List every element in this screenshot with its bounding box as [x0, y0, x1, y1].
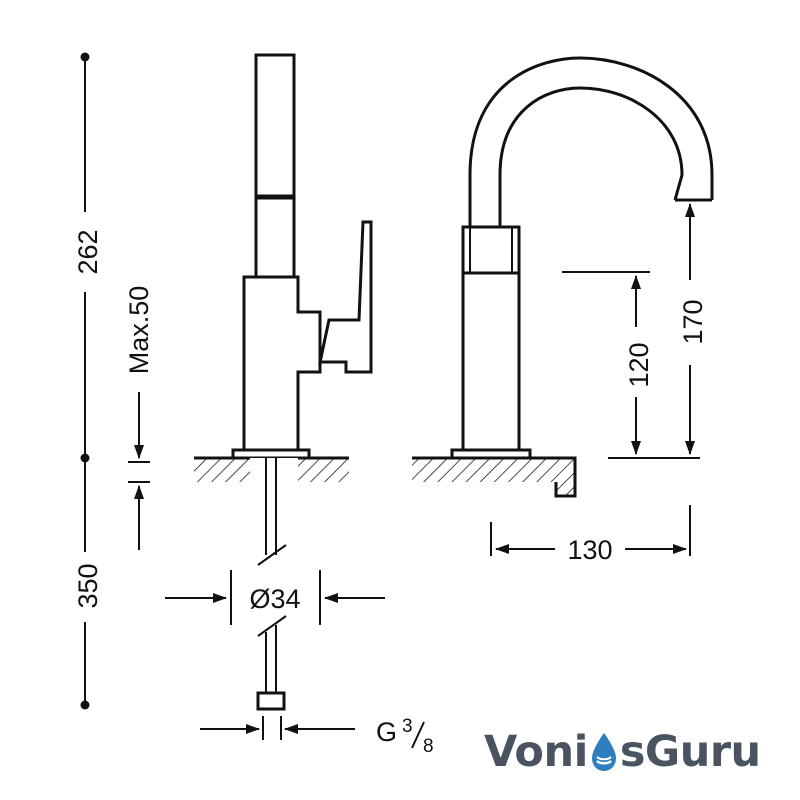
faucet-side-view	[450, 56, 714, 460]
max-deck-label: Max.50	[124, 286, 154, 375]
spout-height-170-dimension: 170	[678, 203, 708, 455]
thread-main-label: G	[376, 717, 397, 747]
water-drop-icon	[591, 733, 616, 771]
spout-reach-130-dimension: 130	[490, 505, 691, 565]
dimension-170-label: 170	[678, 299, 708, 344]
dimension-dot-middle	[80, 453, 90, 463]
diameter-label: Ø34	[249, 584, 300, 614]
logo-text-part2: sGuru	[619, 727, 761, 777]
max-deck-thickness-dimension: Max.50	[124, 286, 154, 550]
countertop-section-right	[412, 456, 577, 498]
supply-hose	[256, 458, 287, 711]
overall-height-dimension: 262 350	[73, 52, 103, 710]
dimension-350-label: 350	[73, 563, 103, 608]
countertop-section-left	[194, 456, 349, 484]
spout-height-120-dimension: 120	[562, 271, 700, 459]
dimension-dot-top	[80, 52, 90, 62]
logo-text-part1: Voni	[484, 727, 588, 777]
diameter-dimension: Ø34	[165, 570, 385, 625]
thread-dimension: G 3 8	[200, 716, 434, 757]
dimension-dot-bottom	[80, 700, 90, 710]
dimension-262-label: 262	[73, 229, 103, 274]
vonios-guru-logo: Voni sGuru	[484, 722, 761, 782]
dimension-120-label: 120	[624, 342, 654, 387]
thread-denominator-label: 8	[423, 736, 434, 757]
faucet-front-view	[231, 53, 373, 460]
thread-numerator-label: 3	[402, 716, 413, 737]
dimension-130-label: 130	[567, 535, 612, 565]
